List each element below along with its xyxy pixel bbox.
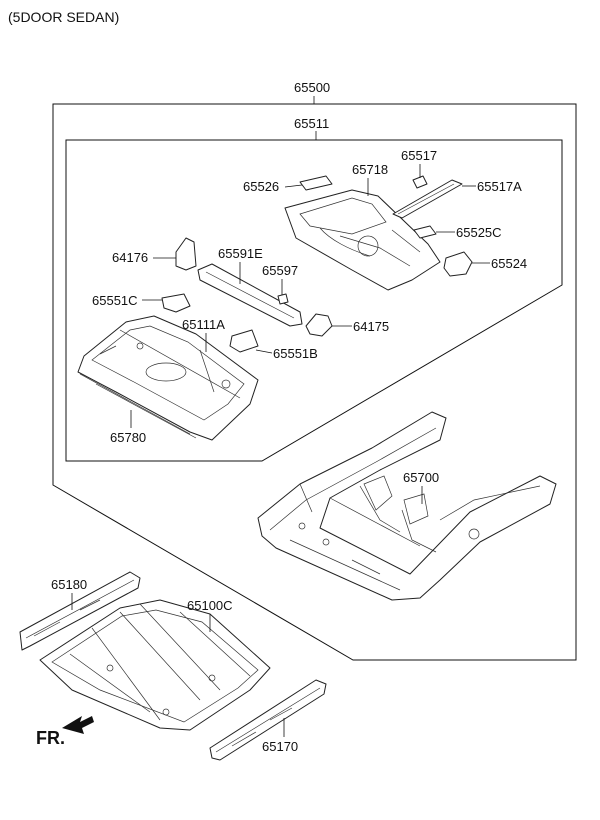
part-65700-drawing xyxy=(257,411,557,601)
label-64175[interactable]: 64175 xyxy=(353,319,389,334)
part-65100C-drawing xyxy=(39,599,271,731)
part-65170-drawing xyxy=(209,679,327,761)
label-65551C[interactable]: 65551C xyxy=(92,293,138,308)
leader-65526 xyxy=(284,184,303,188)
label-65517A[interactable]: 65517A xyxy=(477,179,522,194)
part-65180-drawing xyxy=(19,571,141,651)
part-64175-drawing xyxy=(305,313,333,337)
label-65526[interactable]: 65526 xyxy=(243,179,279,194)
part-65525C-drawing xyxy=(413,225,437,239)
label-65525C[interactable]: 65525C xyxy=(456,225,502,240)
variant-label: (5DOOR SEDAN) xyxy=(8,9,119,25)
label-65718[interactable]: 65718 xyxy=(352,162,388,177)
label-65551B[interactable]: 65551B xyxy=(273,346,318,361)
label-65100C[interactable]: 65100C xyxy=(187,598,233,613)
part-65718-drawing xyxy=(284,189,441,291)
part-65526-drawing xyxy=(299,175,333,191)
part-65551B-drawing xyxy=(229,329,259,353)
label-65524[interactable]: 65524 xyxy=(491,256,527,271)
part-65524-drawing xyxy=(443,251,473,277)
leader-65551B xyxy=(255,349,273,354)
label-65780[interactable]: 65780 xyxy=(110,430,146,445)
label-65500[interactable]: 65500 xyxy=(294,80,330,95)
part-65597-drawing xyxy=(277,293,289,305)
label-65597[interactable]: 65597 xyxy=(262,263,298,278)
front-direction-arrow-icon xyxy=(62,716,94,734)
label-65170[interactable]: 65170 xyxy=(262,739,298,754)
part-64176-drawing xyxy=(175,237,197,271)
assembly-box-65511 xyxy=(65,139,563,462)
part-65591E-drawing xyxy=(197,263,303,327)
part-65111A-drawing xyxy=(77,315,259,441)
label-65517[interactable]: 65517 xyxy=(401,148,437,163)
part-65517A-drawing xyxy=(392,179,463,219)
label-65591E[interactable]: 65591E xyxy=(218,246,263,261)
label-65180[interactable]: 65180 xyxy=(51,577,87,592)
assembly-box-65500 xyxy=(52,103,577,661)
label-65511[interactable]: 65511 xyxy=(294,116,329,131)
label-65700[interactable]: 65700 xyxy=(403,470,439,485)
front-direction-label: FR. xyxy=(36,728,65,748)
label-64176[interactable]: 64176 xyxy=(112,250,148,265)
part-65551C-drawing xyxy=(161,293,191,313)
label-65111A[interactable]: 65111A xyxy=(182,317,225,332)
